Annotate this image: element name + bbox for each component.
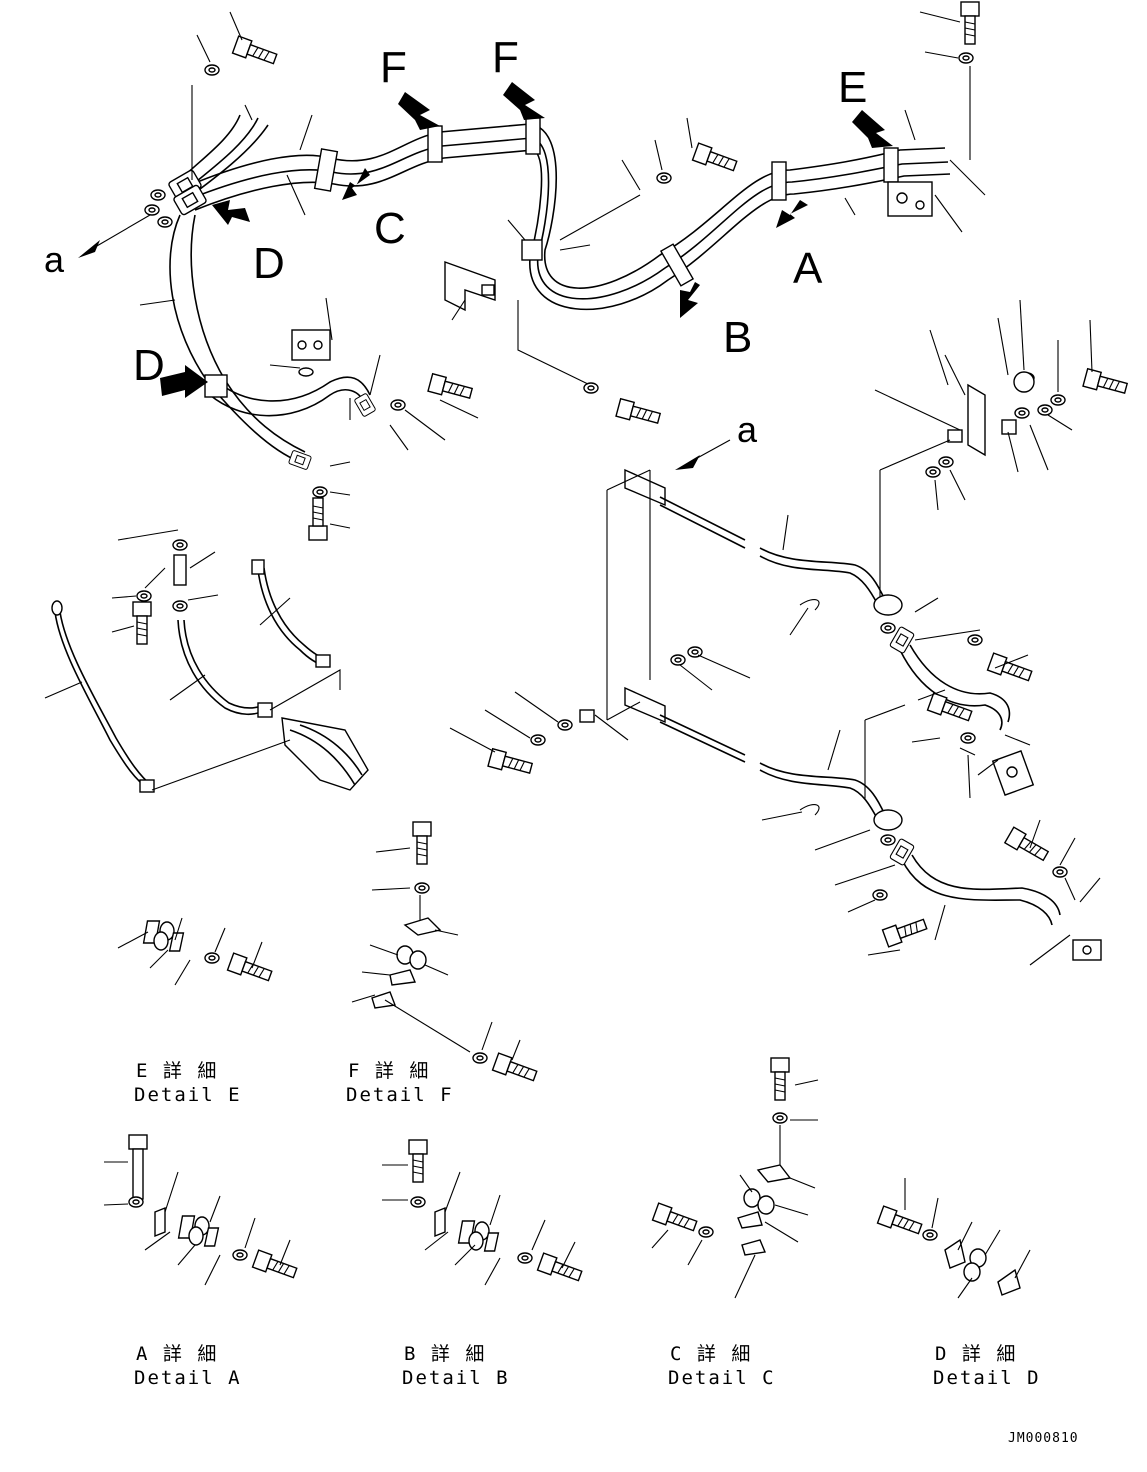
detail-A-en: Detail A bbox=[134, 1367, 242, 1389]
detail-B-jp: B 詳 細 bbox=[404, 1343, 486, 1365]
callout-D-lower: D bbox=[133, 341, 165, 390]
steel-pipe-assembly bbox=[606, 468, 906, 831]
detail-F-en: Detail F bbox=[346, 1084, 454, 1106]
detail-A-jp: A 詳 細 bbox=[136, 1343, 218, 1365]
callout-a-right: a bbox=[737, 409, 758, 450]
detail-C-en: Detail C bbox=[668, 1367, 776, 1389]
detail-E-drawing bbox=[117, 917, 274, 986]
bracket-stack-right bbox=[874, 299, 1093, 600]
callout-a-left: a bbox=[44, 239, 65, 280]
callout-C: C bbox=[374, 204, 406, 253]
document-number: JM000810 bbox=[1008, 1431, 1079, 1446]
callout-F-right: F bbox=[492, 33, 519, 82]
detail-B-en: Detail B bbox=[402, 1367, 510, 1389]
valve-block-upper-left bbox=[291, 329, 331, 377]
left-middle-hoses bbox=[44, 529, 369, 793]
detail-D-en: Detail D bbox=[933, 1367, 1041, 1389]
detail-A-drawing bbox=[103, 1134, 299, 1286]
detail-captions: E 詳 細 Detail E F 詳 細 Detail F A 詳 細 Deta… bbox=[134, 1060, 1041, 1389]
detail-C-jp: C 詳 細 bbox=[670, 1343, 752, 1365]
callout-labels: a a A B C D D E F F bbox=[44, 33, 867, 450]
detail-E-en: Detail E bbox=[134, 1084, 242, 1106]
valve-block-upper-right bbox=[887, 181, 933, 217]
detail-D-jp: D 詳 細 bbox=[935, 1343, 1017, 1365]
callout-A: A bbox=[793, 244, 823, 293]
detail-F-jp: F 詳 細 bbox=[348, 1060, 430, 1082]
callout-B: B bbox=[723, 313, 752, 362]
callout-D-upper: D bbox=[253, 239, 285, 288]
detail-D-drawing bbox=[876, 1178, 1031, 1299]
upper-hose-bundle bbox=[167, 114, 951, 471]
callout-F-left: F bbox=[380, 43, 407, 92]
detail-C-drawing bbox=[651, 1057, 819, 1299]
detail-F-drawing bbox=[351, 821, 539, 1086]
detail-B-drawing bbox=[382, 1139, 584, 1286]
leader-lines-upper bbox=[139, 11, 986, 529]
direction-arrows-upper bbox=[78, 82, 893, 470]
fastener-set-middle bbox=[449, 646, 751, 778]
detail-E-jp: E 詳 細 bbox=[136, 1060, 218, 1082]
callout-E: E bbox=[838, 63, 867, 112]
mounting-bracket-upper bbox=[444, 261, 591, 386]
lower-right-hoses bbox=[814, 597, 1102, 966]
